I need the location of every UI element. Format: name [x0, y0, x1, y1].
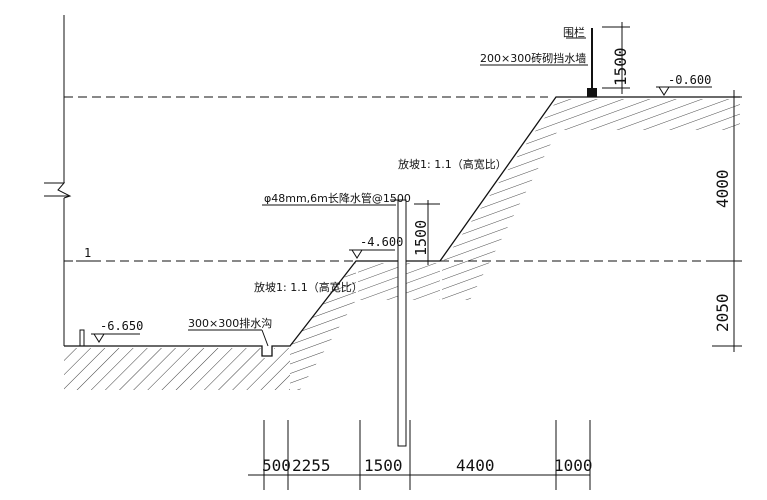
dim-4400: 4400 [456, 456, 495, 475]
fence-dim-text: 1500 [611, 47, 630, 86]
fence-assembly [480, 28, 597, 97]
left-stub [79, 329, 85, 347]
dewatering-pipe [262, 199, 407, 447]
slope-lower-label: 放坡1: 1.1（高宽比） [254, 280, 363, 294]
leaders [76, 260, 269, 347]
dim-1000: 1000 [554, 456, 593, 475]
level-mid-label: -4.600 [360, 235, 403, 249]
pipe-dimension [414, 200, 440, 265]
lower-dim-text: 2050 [713, 293, 732, 332]
level-markers [91, 86, 712, 343]
fence-dimension [602, 22, 630, 94]
level-top-label: -0.600 [668, 73, 711, 87]
upper-dim-text: 4000 [713, 169, 732, 208]
drain-label: 300×300排水沟 [188, 316, 272, 330]
marker-one-label: 1 [84, 246, 91, 260]
dim-2255: 2255 [292, 456, 331, 475]
level-bottom-label: -6.650 [100, 319, 143, 333]
ground-profile [64, 96, 740, 390]
fence-label: 围栏 [563, 25, 585, 39]
pipe-dim-text: 1500 [412, 220, 430, 256]
right-dimension [712, 90, 742, 352]
slope-upper-label: 放坡1: 1.1（高宽比） [398, 157, 507, 171]
dim-500: 500 [262, 456, 291, 475]
left-boundary [44, 15, 72, 346]
dewater-pipe-label: φ48mm,6m长降水管@1500 [264, 191, 411, 205]
bottom-dimension-texts: 500 2255 1500 4400 1000 [262, 456, 593, 475]
dim-1500: 1500 [364, 456, 403, 475]
wall-label: 200×300砖砌挡水墙 [480, 51, 586, 65]
bottom-dimension-line [248, 420, 591, 490]
